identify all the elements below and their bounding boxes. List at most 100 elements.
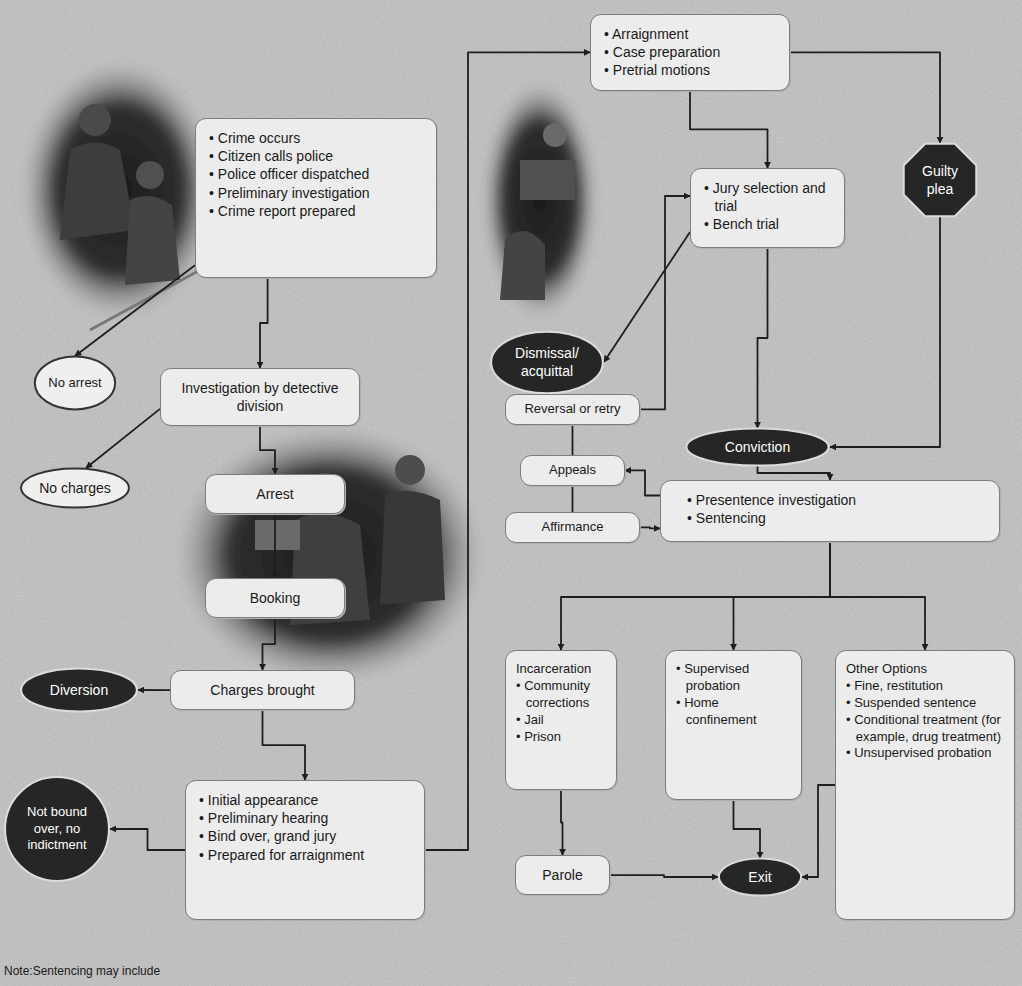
outcome-ellipse: Not bound over, no indictment: [4, 776, 110, 882]
process-box: Investigation by detective division: [160, 368, 360, 426]
node-text: • Arraignment: [604, 25, 776, 43]
outcome-ellipse: Diversion: [20, 668, 138, 712]
flow-connector: [790, 52, 940, 143]
node-text: Appeals: [529, 462, 616, 479]
flow-connector: [640, 527, 660, 528]
flow-connector: [263, 618, 276, 670]
process-box: Incarceration• Community corrections• Ja…: [505, 650, 617, 790]
octagon-outline: [903, 143, 977, 217]
outcome-ellipse: Conviction: [685, 428, 830, 466]
outcome-ellipse: Exit: [718, 858, 802, 896]
node-text: • Bench trial: [704, 215, 831, 233]
node-text: • Police officer dispatched: [209, 165, 423, 183]
process-box: Booking: [205, 578, 345, 618]
node-text: Parole: [529, 866, 596, 884]
outcome-ellipse: No charges: [20, 468, 130, 508]
flow-connector: [610, 875, 718, 877]
process-box: Other Options• Fine, restitution• Suspen…: [835, 650, 1015, 920]
flow-connector: [758, 466, 831, 480]
flow-connector: [138, 689, 170, 691]
process-box: • Jury selection and trial• Bench trial: [690, 168, 845, 248]
process-box: • Presentence investigation• Sentencing: [660, 480, 1000, 542]
flow-connector: [75, 265, 195, 356]
flow-connector: [690, 91, 768, 168]
node-text: Reversal or retry: [514, 401, 631, 418]
flow-connector: [260, 426, 275, 474]
ellipse-outline: [490, 331, 604, 394]
node-text: Affirmance: [514, 519, 631, 536]
shape-fill: [686, 428, 828, 465]
flow-connector: [572, 486, 574, 512]
flow-connector: [625, 470, 660, 495]
node-text: • Suspended sentence: [846, 695, 1004, 712]
booking-photo: [180, 430, 480, 680]
node-text: Booking: [219, 589, 331, 607]
node-text: • Jail: [516, 712, 606, 729]
flow-connector: [561, 790, 563, 855]
flow-connector: [572, 425, 574, 455]
process-box: • Supervised probation• Home confinement: [665, 650, 802, 800]
node-text: • Fine, restitution: [846, 678, 1004, 695]
node-text: • Preliminary hearing: [199, 809, 411, 827]
process-box: Arrest: [205, 474, 345, 514]
process-box: Affirmance: [505, 512, 640, 543]
node-text: • Pretrial motions: [604, 61, 776, 79]
node-text: • Preliminary investigation: [209, 184, 423, 202]
flow-connector: [561, 542, 830, 650]
node-text: • Crime occurs: [209, 129, 423, 147]
shape-fill: [21, 468, 129, 507]
process-box: Reversal or retry: [505, 394, 640, 425]
node-text: No charges: [39, 479, 111, 497]
node-text: Guilty plea: [911, 162, 969, 198]
process-box: • Initial appearance• Preliminary hearin…: [185, 780, 425, 920]
flow-connector: [640, 196, 690, 409]
node-text: Arrest: [219, 485, 331, 503]
node-text: • Prepared for arraignment: [199, 846, 411, 864]
node-text: • Home confinement: [676, 695, 791, 729]
outcome-ellipse: Dismissal/ acquittal: [490, 331, 604, 394]
flow-connector: [830, 542, 925, 650]
flow-connector: [734, 542, 831, 650]
process-box: Appeals: [520, 455, 625, 486]
shape-fill: [35, 357, 115, 410]
node-text: Dismissal/ acquittal: [504, 344, 590, 380]
node-text: Not bound over, no indictment: [20, 804, 94, 855]
flow-connector: [263, 710, 306, 780]
outcome-ellipse: No arrest: [34, 356, 116, 410]
node-text: • Case preparation: [604, 43, 776, 61]
node-text: Exit: [748, 868, 771, 886]
shape-fill: [719, 858, 801, 895]
process-box: • Arraignment• Case preparation• Pretria…: [590, 14, 790, 91]
shape-fill: [491, 331, 603, 393]
node-text: • Supervised probation: [676, 661, 791, 695]
node-text: Charges brought: [184, 681, 341, 699]
flow-connector: [86, 409, 160, 468]
flow-connector: [260, 278, 268, 368]
shape-fill: [5, 777, 109, 881]
node-text: Incarceration: [516, 661, 606, 678]
flow-connector: [734, 800, 761, 858]
node-text: Investigation by detective division: [174, 379, 346, 415]
courtroom-photo: [485, 85, 595, 315]
flow-connector: [604, 232, 690, 362]
node-text: • Crime report prepared: [209, 202, 423, 220]
process-box: • Crime occurs• Citizen calls police• Po…: [195, 118, 437, 278]
node-text: Other Options: [846, 661, 1004, 678]
node-text: • Conditional treatment (for example, dr…: [846, 712, 1004, 746]
flow-connector: [110, 829, 185, 850]
police-call-photo: [25, 65, 215, 330]
decision-octagon: Guilty plea: [903, 143, 977, 217]
note-text: Note:Sentencing may include: [4, 964, 160, 978]
node-text: • Unsupervised probation: [846, 745, 1004, 762]
node-text: Diversion: [50, 681, 108, 699]
process-box: Charges brought: [170, 670, 355, 710]
node-text: • Citizen calls police: [209, 147, 423, 165]
flow-connector: [830, 217, 940, 447]
node-text: Conviction: [725, 438, 790, 456]
node-text: • Prison: [516, 729, 606, 746]
flow-connector: [802, 785, 835, 877]
node-text: • Initial appearance: [199, 791, 411, 809]
node-text: • Sentencing: [687, 509, 973, 527]
flow-connector: [758, 248, 768, 428]
node-text: • Bind over, grand jury: [199, 827, 411, 845]
